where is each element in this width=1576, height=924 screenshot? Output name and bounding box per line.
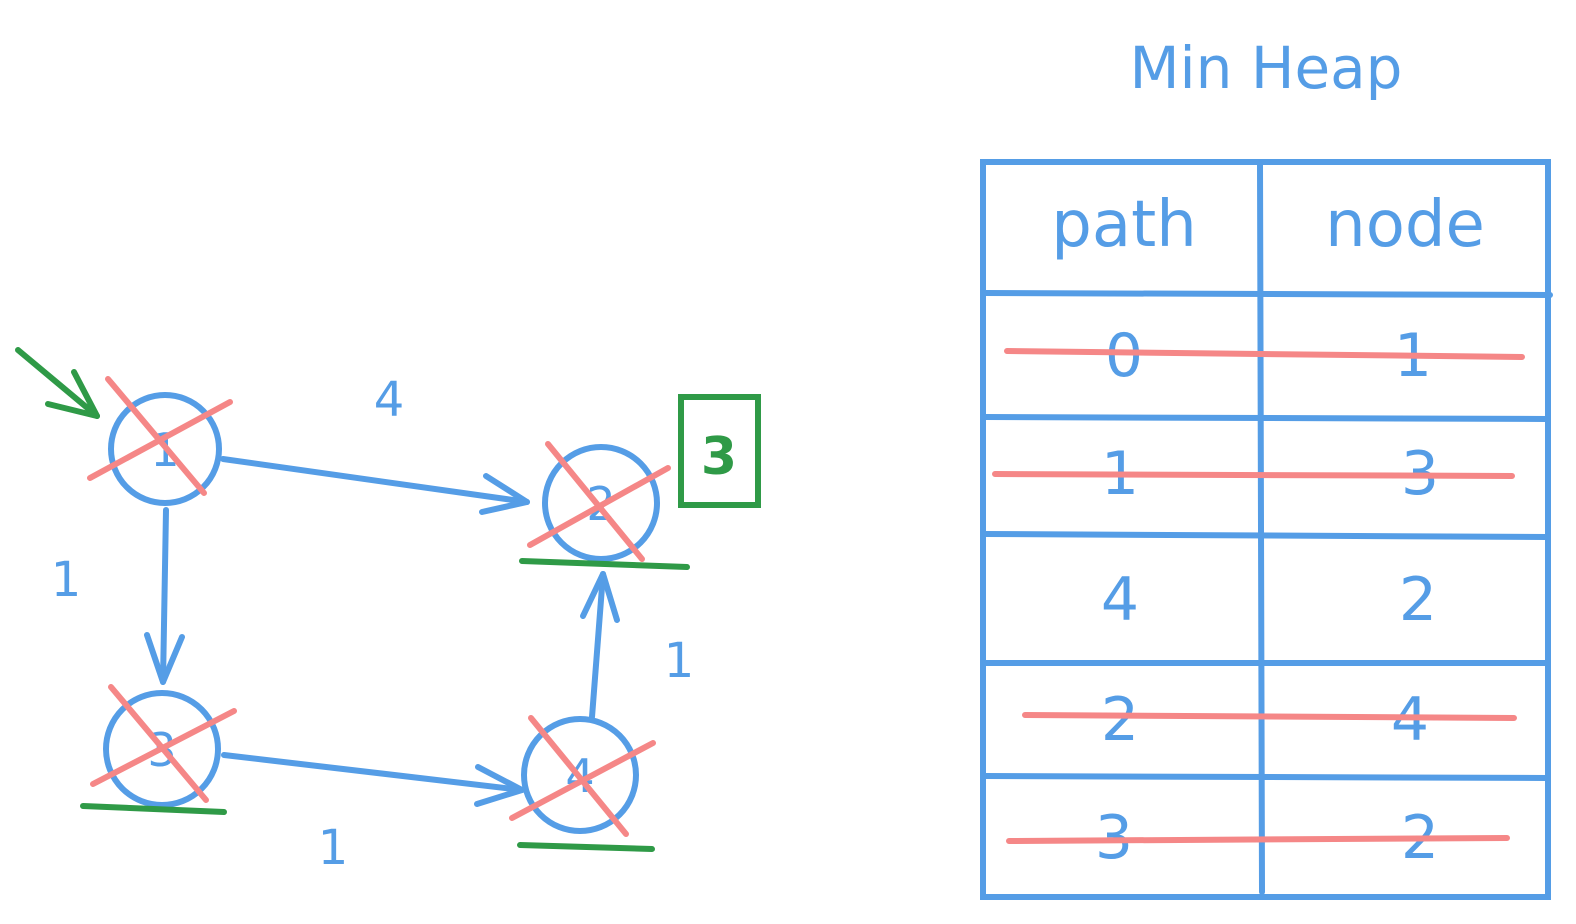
heap-cell-path: 4 — [1101, 565, 1139, 635]
heap-cell-path: 0 — [1105, 321, 1143, 391]
edge-4-2 — [580, 571, 620, 720]
heap-table-grid — [980, 159, 1553, 900]
heap-cell-node: 2 — [1399, 565, 1437, 635]
node-1-cross-mark — [87, 376, 233, 496]
heap-row-5: 3 2 — [1006, 803, 1510, 873]
edge-weight-1-2: 4 — [374, 372, 405, 428]
min-heap: Min Heap path node 0 1 1 3 4 2 — [980, 34, 1553, 900]
heap-row-5-strikethrough — [1006, 835, 1510, 844]
heap-row-1: 0 1 — [1004, 321, 1525, 391]
graph-node-2: 2 — [519, 441, 690, 570]
heap-header-node: node — [1325, 188, 1485, 262]
edge-weight-1-3: 1 — [51, 552, 82, 608]
heap-row-3: 4 2 — [1101, 565, 1437, 635]
graph-node-1: 1 — [87, 376, 233, 506]
heap-header-path: path — [1051, 188, 1197, 262]
node-4-cross-mark — [509, 715, 656, 837]
heap-cell-path: 2 — [1101, 685, 1139, 755]
heap-row-4: 2 4 — [1022, 685, 1517, 755]
node-3-cross-mark — [90, 684, 237, 803]
heap-row-2: 1 3 — [992, 439, 1515, 509]
heap-row-1-strikethrough — [1004, 348, 1525, 360]
node-2-visited-underline — [519, 558, 690, 570]
graph-node-4: 4 — [509, 715, 656, 852]
node-2-cross-mark — [527, 441, 671, 562]
edge-3-4 — [221, 752, 525, 807]
graph-node-3: 3 — [80, 684, 237, 815]
edge-1-2 — [220, 456, 530, 515]
heap-title: Min Heap — [1129, 34, 1402, 102]
edge-1-3 — [144, 507, 185, 685]
node-4-visited-underline — [517, 842, 655, 852]
node-3-visited-underline — [80, 803, 227, 815]
heap-row-4-strikethrough — [1022, 712, 1517, 721]
edge-weight-4-2: 1 — [664, 633, 695, 689]
heap-row-2-strikethrough — [992, 471, 1515, 479]
node-2-distance: 3 — [701, 427, 737, 487]
graph: 4 1 1 1 1 2 3 — [15, 347, 761, 876]
edge-weight-3-4: 1 — [318, 820, 349, 876]
start-arrow — [15, 347, 100, 419]
node-2-distance-box: 3 — [678, 394, 761, 508]
